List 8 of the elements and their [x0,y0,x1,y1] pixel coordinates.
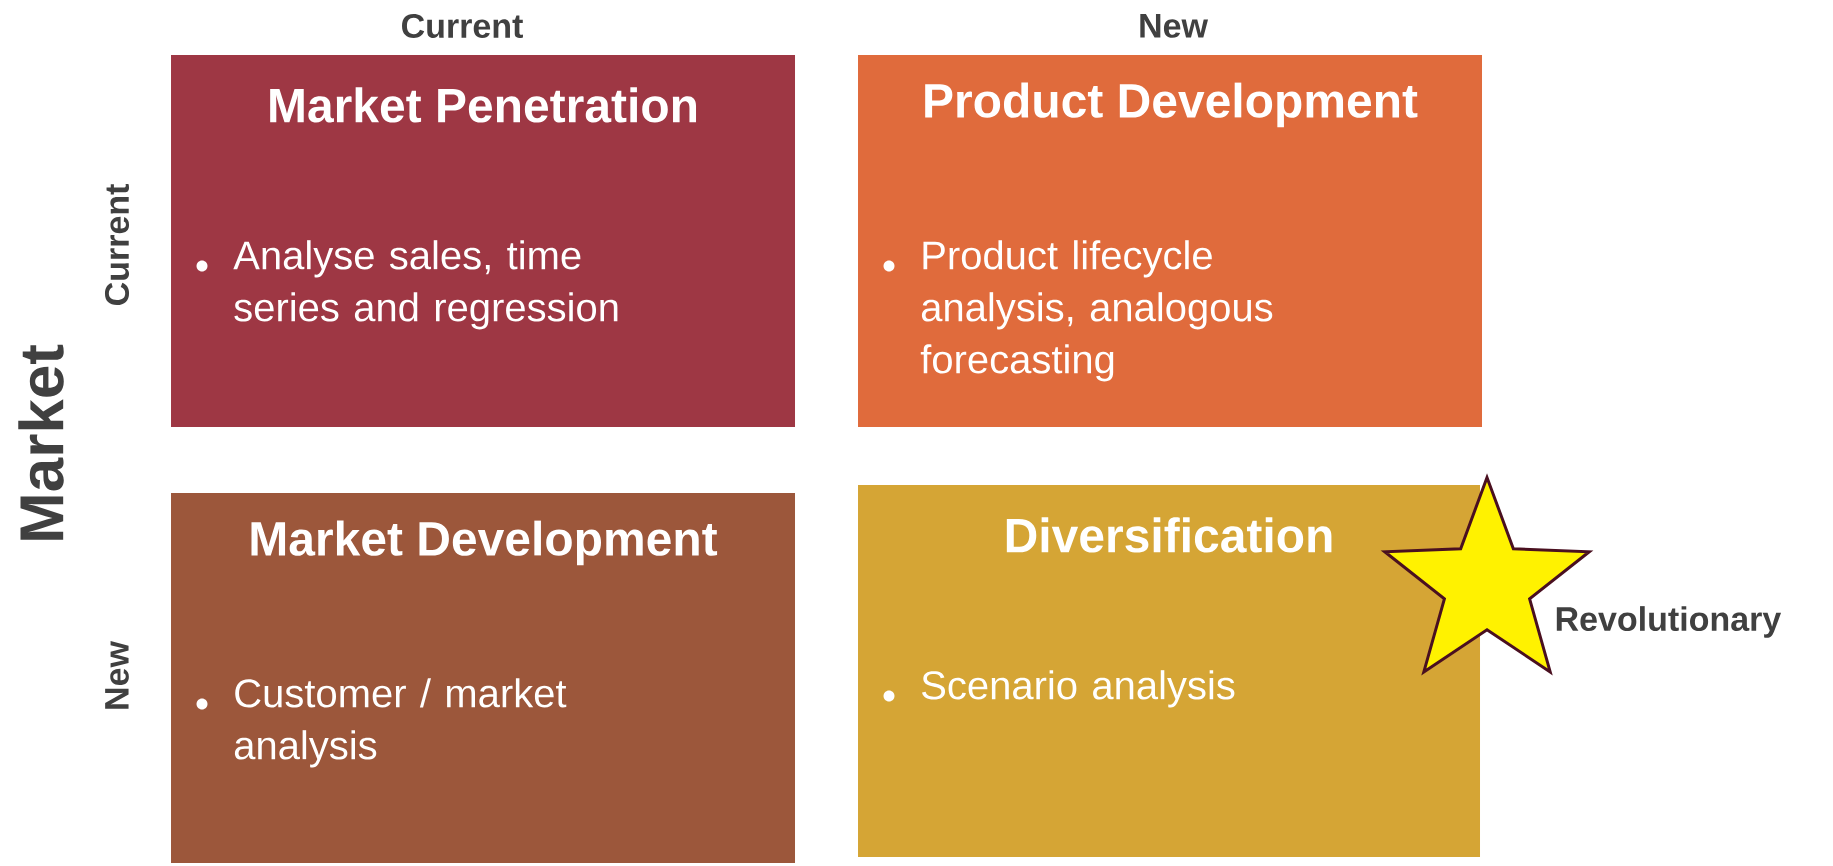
beside-text: Revolutionary [1556,606,1782,638]
quadrant-box: Diversification Scenario analysis [858,485,1480,857]
axis-title: Market [18,344,64,540]
quadrant-box: Market Penetration Analyse sales, time series and regression [171,55,795,427]
quadrant-box: Product Development Product lifecycle analysis, analogous forecasting [858,55,1482,427]
axis-label: New [105,640,129,709]
quadrant-box: Market Development Customer / market analysis [171,493,795,863]
axis-label: Current [104,184,130,305]
